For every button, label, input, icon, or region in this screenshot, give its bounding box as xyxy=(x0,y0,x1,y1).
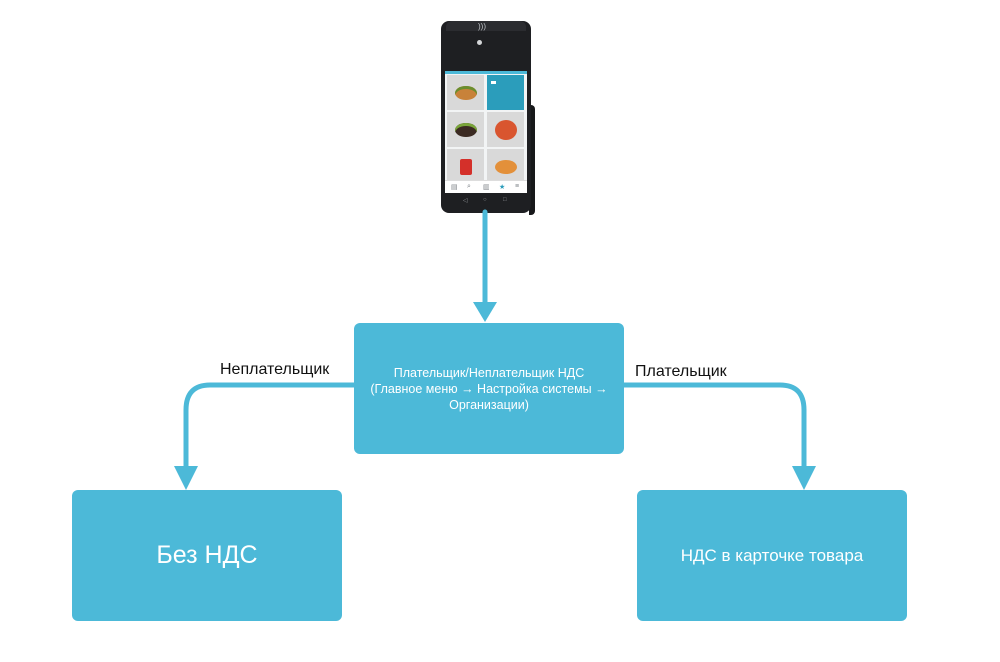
tile-fries-icon xyxy=(447,149,484,184)
arrowhead-center xyxy=(473,302,497,322)
terminal-side-handle xyxy=(529,105,535,215)
tile-folder-icon xyxy=(487,75,524,110)
arrowhead-right xyxy=(792,466,816,490)
tile-nuggets-icon xyxy=(487,149,524,184)
tile-burger-dark-icon xyxy=(447,112,484,147)
terminal-logo-icon xyxy=(477,40,482,45)
search-icon: ⌕ xyxy=(467,183,471,190)
edge-label-payer: Плательщик xyxy=(635,363,727,380)
vat-status-text: Плательщик/Неплательщик НДС (Главное мен… xyxy=(370,365,608,412)
vat-in-product-card-text: НДС в карточке товара xyxy=(680,545,864,565)
vat-in-product-card-box: НДС в карточке товара xyxy=(637,490,907,621)
edge-label-non-payer: Неплательщик xyxy=(220,361,330,378)
pos-terminal-icon: ))) ▤ ⌕ ▥ ★ ≡ ◁ xyxy=(441,21,535,215)
back-icon: ◁ xyxy=(463,198,468,204)
star-icon: ★ xyxy=(499,184,506,191)
terminal-screen: ▤ ⌕ ▥ ★ ≡ xyxy=(445,71,527,193)
home-icon: ○ xyxy=(483,197,487,203)
screen-status-bar xyxy=(445,71,527,74)
terminal-top-bar xyxy=(446,21,526,31)
no-vat-box: Без НДС xyxy=(72,490,342,621)
no-vat-text: Без НДС xyxy=(156,541,258,569)
vat-status-box: Плательщик/Неплательщик НДС (Главное мен… xyxy=(354,323,624,454)
trash-icon: ▥ xyxy=(483,184,490,191)
menu-icon: ≡ xyxy=(515,183,520,190)
nfc-icon: ))) xyxy=(478,22,486,31)
screen-bottom-nav: ▤ ⌕ ▥ ★ ≡ xyxy=(445,180,527,193)
arrowhead-left xyxy=(174,466,198,490)
arrow-center-to-right xyxy=(621,382,807,471)
system-nav-bar: ◁ ○ □ xyxy=(441,197,531,209)
tile-pizza-icon xyxy=(487,112,524,147)
tile-burger-icon xyxy=(447,75,484,110)
arrow-center-to-left xyxy=(183,382,358,471)
receipt-icon: ▤ xyxy=(451,184,458,191)
recent-apps-icon: □ xyxy=(503,197,507,203)
